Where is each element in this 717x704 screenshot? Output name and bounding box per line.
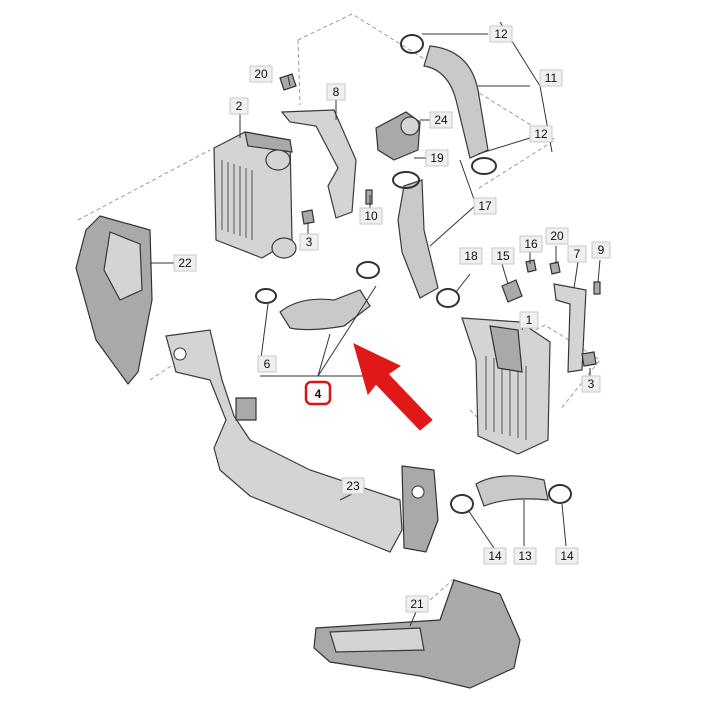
svg-text:22: 22 — [178, 256, 192, 270]
hose-13 — [450, 475, 572, 514]
svg-text:6: 6 — [264, 357, 271, 371]
callout-23: 23 — [341, 477, 365, 495]
nut-20-right — [549, 261, 561, 275]
intercooler-left — [213, 131, 297, 259]
svg-text:12: 12 — [534, 127, 548, 141]
pipe-23 — [165, 329, 439, 553]
svg-text:14: 14 — [488, 549, 502, 563]
air-guide-left — [75, 215, 153, 385]
svg-text:2: 2 — [236, 99, 243, 113]
svg-text:7: 7 — [574, 247, 581, 261]
svg-text:14: 14 — [560, 549, 574, 563]
svg-text:23: 23 — [346, 479, 360, 493]
svg-text:12: 12 — [494, 27, 508, 41]
nut-16 — [525, 259, 537, 273]
bracket-7 — [553, 283, 587, 373]
nut-3-left — [301, 209, 315, 225]
svg-text:11: 11 — [545, 71, 558, 85]
callout-2: 2 — [229, 97, 249, 115]
callout-24: 24 — [429, 111, 453, 129]
callout-19: 19 — [425, 149, 449, 167]
callout-labels: 20 2 8 24 12 11 12 19 17 10 3 22 18 15 1… — [173, 25, 611, 613]
callout-17: 17 — [473, 197, 497, 215]
nut-20-left — [279, 73, 297, 91]
svg-text:16: 16 — [524, 237, 538, 251]
air-guide-21 — [313, 579, 521, 689]
svg-text:3: 3 — [306, 235, 313, 249]
nut-3-right — [581, 351, 597, 367]
svg-text:17: 17 — [478, 199, 492, 213]
svg-text:19: 19 — [430, 151, 444, 165]
callout-21: 21 — [405, 595, 429, 613]
red-arrow-icon — [353, 343, 433, 431]
callout-12-top: 12 — [489, 25, 513, 43]
svg-text:24: 24 — [434, 113, 448, 127]
callout-9: 9 — [591, 241, 611, 259]
callout-11: 11 — [539, 69, 563, 87]
bolt-9 — [593, 281, 601, 295]
callout-3-right: 3 — [581, 375, 601, 393]
callout-6: 6 — [257, 355, 277, 373]
svg-text:13: 13 — [518, 549, 532, 563]
callout-20-right: 20 — [545, 227, 569, 245]
callout-1: 1 — [519, 311, 539, 329]
svg-text:8: 8 — [333, 85, 340, 99]
callout-14-right: 14 — [555, 547, 579, 565]
svg-text:10: 10 — [364, 209, 378, 223]
bolt-10 — [365, 189, 373, 205]
callout-3-left: 3 — [299, 233, 319, 251]
callout-16: 16 — [519, 235, 543, 253]
svg-text:3: 3 — [588, 377, 595, 391]
svg-text:1: 1 — [526, 313, 533, 327]
callout-7: 7 — [567, 245, 587, 263]
leader-lines — [150, 21, 601, 627]
callout-22: 22 — [173, 254, 197, 272]
callout-15: 15 — [491, 247, 515, 265]
bracket-8 — [280, 109, 357, 219]
callout-4-highlighted: 4 — [304, 380, 332, 406]
callout-20: 20 — [249, 65, 273, 83]
svg-text:20: 20 — [550, 229, 564, 243]
svg-text:15: 15 — [496, 249, 510, 263]
svg-text:18: 18 — [464, 249, 478, 263]
valve-24 — [375, 111, 421, 161]
callout-12-bottom: 12 — [529, 125, 553, 143]
hose-4 — [255, 261, 380, 331]
svg-text:20: 20 — [254, 67, 268, 81]
callout-14-left: 14 — [483, 547, 507, 565]
intercooler-right — [461, 317, 551, 455]
callout-8: 8 — [326, 83, 346, 101]
pointer-arrow — [353, 343, 433, 431]
callout-13: 13 — [513, 547, 537, 565]
svg-text:9: 9 — [598, 243, 605, 257]
svg-text:4: 4 — [315, 387, 322, 401]
sensor-15 — [501, 279, 523, 303]
hose-17 — [392, 171, 460, 308]
callout-10: 10 — [359, 207, 383, 225]
svg-text:21: 21 — [410, 597, 424, 611]
callout-18: 18 — [459, 247, 483, 265]
